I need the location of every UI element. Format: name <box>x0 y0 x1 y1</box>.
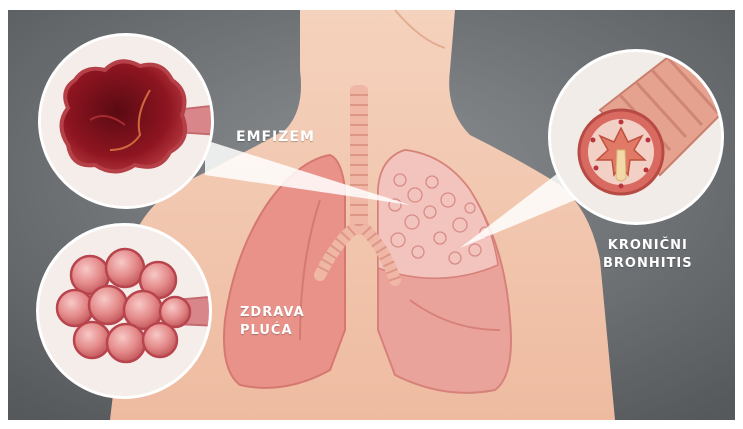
chronic-bronchitis-label: KRONIČNI BRONHITIS <box>603 237 693 273</box>
chronic-bronchitis-label-line2: BRONHITIS <box>603 255 693 273</box>
chronic-bronchitis-label-line1: KRONIČNI <box>603 237 693 255</box>
healthy-lungs-label-line2: PLUĆA <box>240 322 305 340</box>
healthy-lungs-label-line1: ZDRAVA <box>240 304 305 322</box>
emphysema-alveolus <box>62 61 186 171</box>
healthy-lungs-label: ZDRAVA PLUĆA <box>240 304 305 340</box>
emphysema-label: EMFIZEM <box>236 128 315 146</box>
alveoli-cluster <box>57 249 190 362</box>
